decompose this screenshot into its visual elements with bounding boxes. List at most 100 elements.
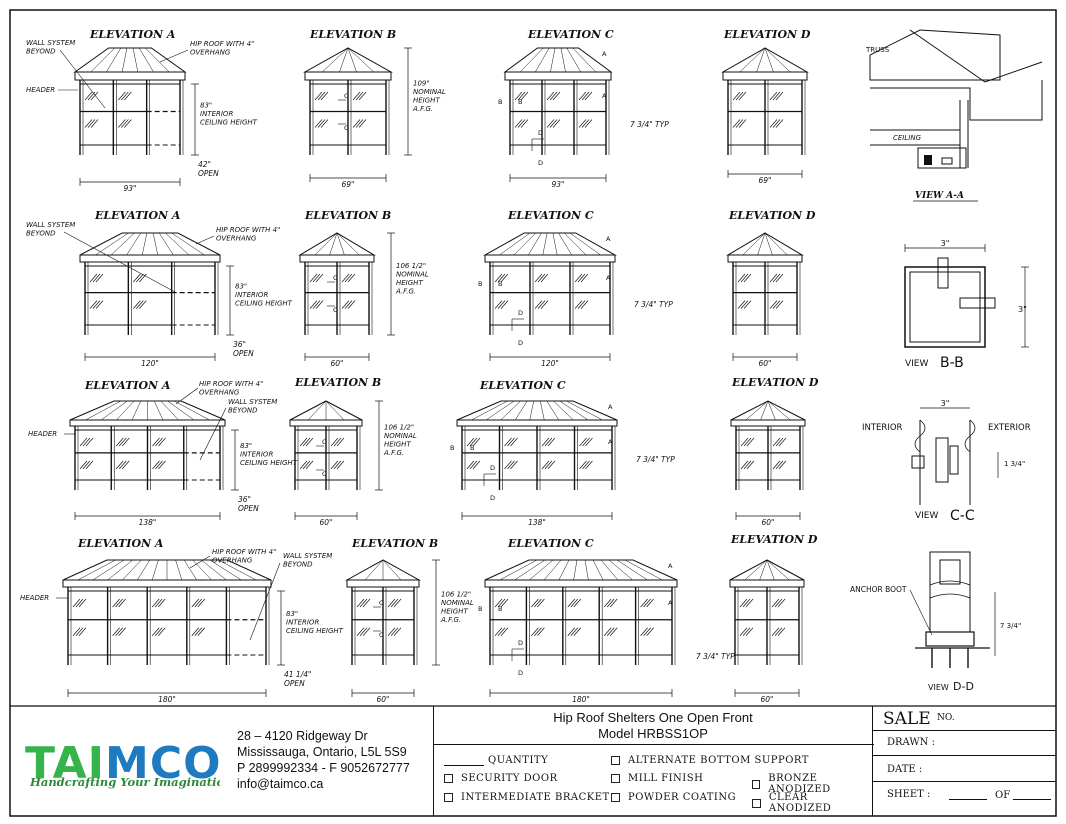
drawing-line bbox=[352, 119, 361, 128]
hip-roof bbox=[729, 559, 805, 581]
opening-label: OPEN bbox=[198, 169, 219, 178]
checkbox[interactable] bbox=[752, 798, 761, 808]
roof-slope bbox=[909, 29, 1043, 83]
drawing-line bbox=[352, 91, 361, 101]
drawing-text: C bbox=[379, 631, 384, 639]
clear-anodized-option[interactable]: CLEAR ANODIZED bbox=[752, 792, 872, 814]
security-door-option[interactable]: SECURITY DOOR bbox=[444, 773, 558, 784]
dimension-label: 69" bbox=[342, 180, 355, 189]
drawing-line bbox=[333, 460, 342, 470]
drawing-line bbox=[739, 598, 748, 608]
dimension-label: 106 1/2" bbox=[396, 262, 426, 270]
opening-dimension: 36" bbox=[238, 495, 251, 504]
dimension-label: 93" bbox=[552, 180, 565, 189]
drawing-line bbox=[82, 437, 91, 447]
drawing-line bbox=[764, 47, 774, 73]
drawing-text: C bbox=[333, 274, 338, 282]
quantity-label: QUANTITY bbox=[488, 755, 549, 766]
drawn-row[interactable]: DRAWN : bbox=[873, 730, 1056, 756]
quantity-field[interactable]: QUANTITY bbox=[444, 755, 548, 766]
drawing-text: C bbox=[333, 306, 338, 314]
bronze-anodized-option[interactable]: BRONZE ANODIZED bbox=[752, 773, 872, 795]
drawing-line bbox=[209, 559, 242, 581]
drawing-line bbox=[133, 273, 141, 283]
drawing-text: B bbox=[498, 280, 502, 288]
drawing-line bbox=[472, 460, 481, 470]
powder-coating-option[interactable]: POWDER COATING bbox=[611, 792, 736, 803]
sheet-row[interactable]: SHEET : OF bbox=[873, 781, 1056, 816]
anchor-boot-label: ANCHOR BOOT bbox=[850, 585, 907, 594]
drawing-line bbox=[775, 273, 784, 283]
drawing-line bbox=[302, 460, 311, 470]
mill-finish-option[interactable]: MILL FINISH bbox=[611, 773, 703, 784]
checkbox[interactable] bbox=[611, 756, 620, 765]
checkbox[interactable] bbox=[611, 793, 620, 802]
checkbox[interactable] bbox=[752, 779, 761, 789]
dimension-label: 120" bbox=[541, 359, 559, 368]
drawing-line bbox=[778, 460, 787, 470]
checkbox[interactable] bbox=[444, 774, 453, 783]
logo-letter: O bbox=[183, 738, 220, 789]
drawing-line bbox=[743, 300, 752, 309]
fascia bbox=[484, 579, 678, 588]
drawing-line bbox=[570, 627, 579, 636]
drawing-line bbox=[197, 598, 206, 608]
drawing-line bbox=[577, 300, 586, 309]
drawing-text: A bbox=[668, 562, 673, 570]
drawing-text: B bbox=[450, 444, 454, 452]
elevation-c-title: ELEVATION C bbox=[507, 209, 594, 222]
alternate-bottom-support-option[interactable]: ALTERNATE BOTTOM SUPPORT bbox=[611, 755, 809, 766]
checkbox[interactable] bbox=[444, 793, 453, 802]
drawing-line bbox=[95, 300, 104, 309]
drawing-line bbox=[740, 437, 749, 447]
drawing-line bbox=[133, 300, 141, 309]
elevation-c-title: ELEVATION C bbox=[507, 537, 594, 550]
drawing-line bbox=[534, 300, 543, 309]
checkbox[interactable] bbox=[611, 774, 620, 783]
drawing-line bbox=[569, 232, 601, 256]
drawing-line bbox=[347, 47, 374, 73]
drawing-line bbox=[740, 300, 749, 309]
drawing-line bbox=[499, 232, 531, 256]
drawing-line bbox=[579, 437, 587, 447]
drawing-line bbox=[514, 400, 528, 421]
sale-row: SALE NO. bbox=[873, 706, 1056, 731]
drawing-line bbox=[355, 119, 364, 128]
drawing-line bbox=[90, 91, 99, 101]
logo-cell: TAIMCO Handcrafting Your Imagination bbox=[10, 706, 233, 816]
drawing-line bbox=[553, 400, 574, 421]
drawing-line bbox=[510, 437, 518, 447]
drawing-line bbox=[564, 232, 587, 256]
title-options-cell: Hip Roof Shelters One Open Front Model H… bbox=[433, 706, 874, 816]
drawing-line bbox=[546, 119, 555, 128]
drawing-line bbox=[767, 400, 776, 421]
drawing-line bbox=[514, 91, 523, 101]
drawing-line bbox=[355, 91, 364, 101]
drawing-line bbox=[494, 627, 503, 636]
drawing-line bbox=[737, 273, 746, 283]
drawing-line bbox=[769, 300, 778, 309]
drawing-line bbox=[302, 437, 311, 447]
drawing-line bbox=[584, 91, 593, 101]
drawing-line bbox=[92, 300, 101, 309]
drawing-line bbox=[336, 232, 360, 256]
drawing-line bbox=[299, 437, 308, 447]
opening-dimension: 42" bbox=[198, 160, 211, 169]
drawing-line bbox=[572, 47, 597, 73]
drawing-line bbox=[580, 300, 589, 309]
drawing-line bbox=[774, 627, 783, 636]
fascia bbox=[730, 419, 806, 427]
drawing-line bbox=[152, 232, 159, 256]
drawing-line bbox=[528, 232, 542, 256]
drawing-text: HEADER bbox=[26, 86, 55, 94]
elevation-c-title: ELEVATION C bbox=[479, 379, 566, 392]
drawing-text: A bbox=[602, 50, 607, 58]
dimension-label: 180" bbox=[158, 695, 176, 704]
drawing-line bbox=[305, 460, 314, 470]
date-row[interactable]: DATE : bbox=[873, 755, 1056, 782]
intermediate-bracket-option[interactable]: INTERMEDIATE BRACKET bbox=[444, 792, 610, 803]
drawing-line bbox=[317, 119, 326, 128]
drawing-line bbox=[122, 559, 142, 581]
